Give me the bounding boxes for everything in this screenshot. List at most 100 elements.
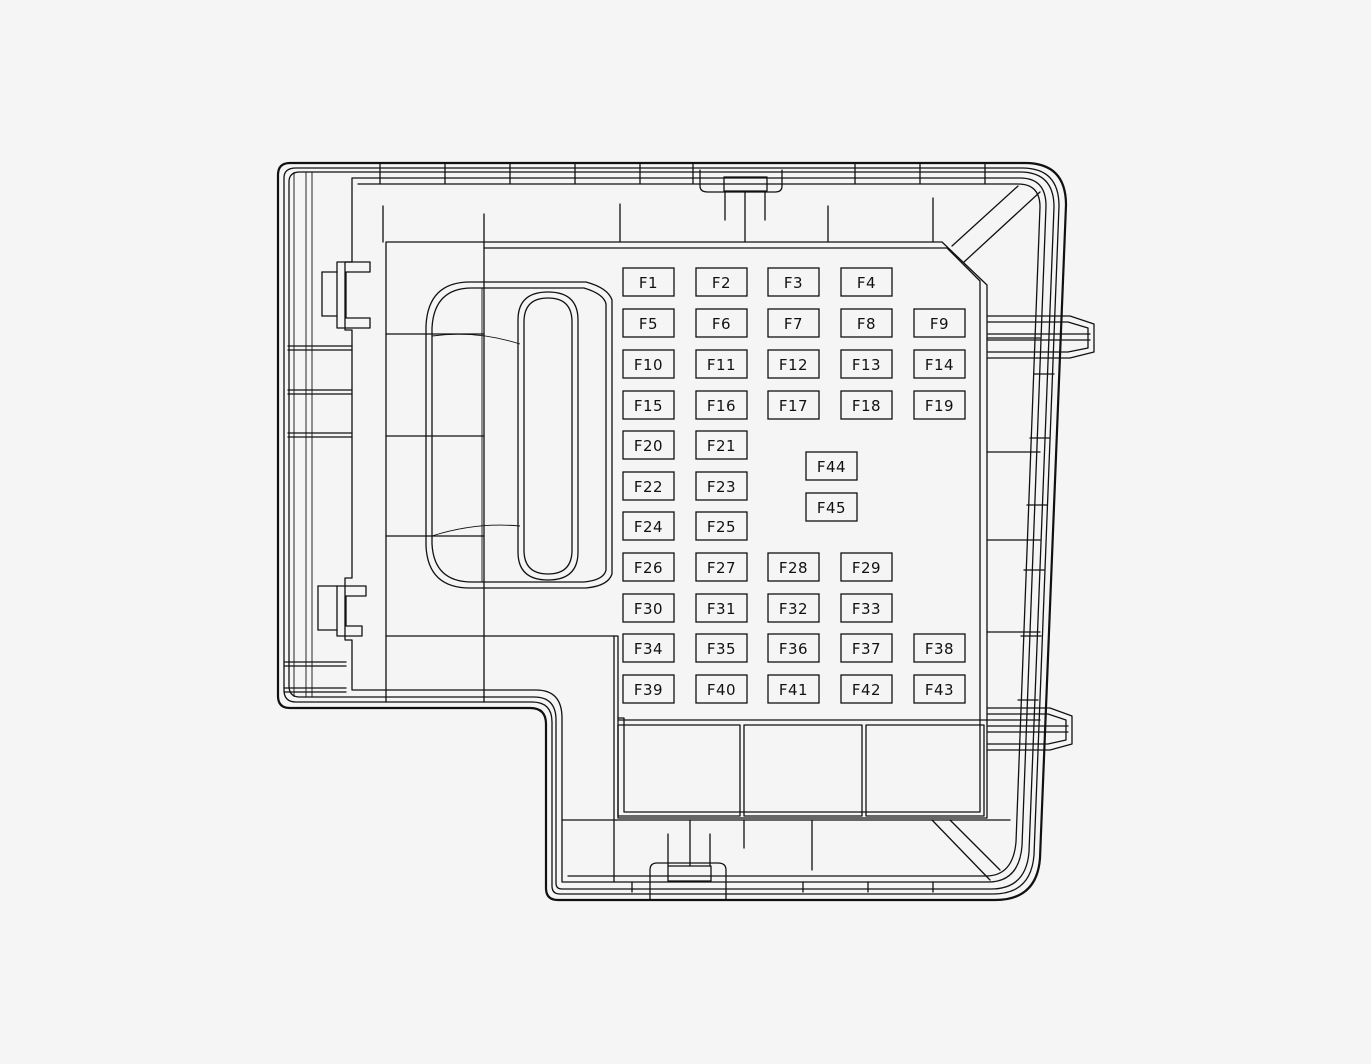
fuse-f7: F7 — [767, 308, 820, 338]
fuse-f20: F20 — [622, 430, 675, 460]
fuse-slot — [695, 308, 748, 338]
fuse-f41: F41 — [767, 674, 820, 704]
fuse-slot — [622, 593, 675, 623]
inner-wall — [344, 177, 1047, 883]
fuse-slot — [622, 267, 675, 297]
fuse-label: F3 — [784, 274, 803, 292]
fuse-slot — [622, 471, 675, 501]
fuse-slot — [840, 593, 893, 623]
fuse-slot — [840, 390, 893, 420]
fuse-slot — [805, 451, 858, 481]
fuse-f25: F25 — [695, 511, 748, 541]
fuse-label: F6 — [712, 315, 731, 333]
fuse-f14: F14 — [913, 349, 966, 379]
fuse-f1: F1 — [622, 267, 675, 297]
fuse-label: F41 — [779, 681, 808, 699]
fuse-slot — [622, 511, 675, 541]
fuse-slot — [767, 390, 820, 420]
housing-outline — [276, 161, 1068, 902]
fuse-f38: F38 — [913, 633, 966, 663]
top-latch — [699, 169, 783, 243]
fuse-label: F43 — [925, 681, 954, 699]
handle-grip — [425, 281, 613, 589]
fuse-f23: F23 — [695, 471, 748, 501]
fuse-f2: F2 — [695, 267, 748, 297]
fuse-label: F38 — [925, 640, 954, 658]
fuse-slot — [622, 430, 675, 460]
fuse-label: F20 — [634, 437, 663, 455]
fuse-f33: F33 — [840, 593, 893, 623]
fuse-label: F17 — [779, 397, 808, 415]
fuse-slot — [840, 267, 893, 297]
fuse-f15: F15 — [622, 390, 675, 420]
fuse-slot — [695, 552, 748, 582]
fuse-label: F27 — [707, 559, 736, 577]
fuse-f13: F13 — [840, 349, 893, 379]
fuse-label: F18 — [852, 397, 881, 415]
fuse-f17: F17 — [767, 390, 820, 420]
fuse-f19: F19 — [913, 390, 966, 420]
fuse-label: F9 — [930, 315, 949, 333]
fuse-label: F11 — [707, 356, 736, 374]
fuse-label: F31 — [707, 600, 736, 618]
fuse-label: F28 — [779, 559, 808, 577]
fuse-slot — [767, 308, 820, 338]
fuse-f34: F34 — [622, 633, 675, 663]
top-ribs — [379, 163, 986, 243]
fuse-f6: F6 — [695, 308, 748, 338]
fuse-label: F34 — [634, 640, 663, 658]
fuse-f31: F31 — [695, 593, 748, 623]
fuse-f18: F18 — [840, 390, 893, 420]
fuse-slot — [622, 308, 675, 338]
fuse-slot — [695, 349, 748, 379]
fuse-f30: F30 — [622, 593, 675, 623]
fuse-slot — [622, 552, 675, 582]
fuse-slot — [695, 267, 748, 297]
fuse-slot — [840, 349, 893, 379]
fuse-f26: F26 — [622, 552, 675, 582]
fuse-label: F23 — [707, 478, 736, 496]
fuse-f28: F28 — [767, 552, 820, 582]
fuse-f29: F29 — [840, 552, 893, 582]
fuse-slot — [805, 492, 858, 522]
fuse-f16: F16 — [695, 390, 748, 420]
fuse-label: F5 — [639, 315, 658, 333]
fuse-slot — [913, 349, 966, 379]
fuse-slot — [840, 552, 893, 582]
fuse-f21: F21 — [695, 430, 748, 460]
fuse-slot — [913, 308, 966, 338]
fuse-f4: F4 — [840, 267, 893, 297]
fuse-label: F33 — [852, 600, 881, 618]
bottom-latch — [649, 833, 727, 901]
fuse-slot — [622, 349, 675, 379]
fuse-label: F14 — [925, 356, 954, 374]
fuse-label: F36 — [779, 640, 808, 658]
fuse-slot — [913, 633, 966, 663]
fuse-f24: F24 — [622, 511, 675, 541]
fuse-label: F44 — [817, 458, 846, 476]
fuse-slot — [840, 633, 893, 663]
fuse-f32: F32 — [767, 593, 820, 623]
fuse-f22: F22 — [622, 471, 675, 501]
fuse-label: F26 — [634, 559, 663, 577]
fuse-slot — [913, 390, 966, 420]
fuse-slot — [840, 308, 893, 338]
fuse-f9: F9 — [913, 308, 966, 338]
fuse-label: F45 — [817, 499, 846, 517]
fuse-label: F24 — [634, 518, 663, 536]
fuse-label: F30 — [634, 600, 663, 618]
fuse-label: F15 — [634, 397, 663, 415]
fuse-plate — [385, 185, 1041, 883]
fuse-f44: F44 — [805, 451, 858, 481]
fuse-label: F19 — [925, 397, 954, 415]
fuse-label: F21 — [707, 437, 736, 455]
fuse-f42: F42 — [840, 674, 893, 704]
fuse-slot — [622, 390, 675, 420]
fuse-slot — [695, 593, 748, 623]
fuse-label: F13 — [852, 356, 881, 374]
fuse-label: F12 — [779, 356, 808, 374]
fuse-label: F29 — [852, 559, 881, 577]
fuse-f12: F12 — [767, 349, 820, 379]
